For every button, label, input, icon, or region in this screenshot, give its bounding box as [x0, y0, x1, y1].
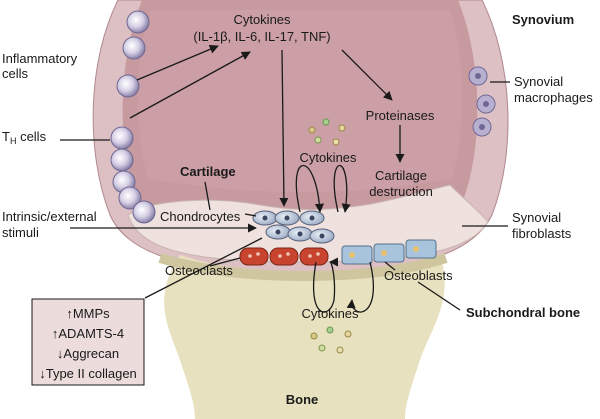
cytokine-particles-mid: [308, 118, 346, 146]
cytokines-mid-label: Cytokines: [299, 150, 357, 165]
cytokine-particles-bottom: [310, 326, 352, 354]
effects-box: [31, 298, 145, 386]
effect-item-type2-collagen: ↓Type II collagen: [39, 366, 137, 381]
arrows: [60, 44, 510, 313]
cytokines-list-label: (IL-1β, IL-6, IL-17, TNF): [193, 29, 330, 44]
chondrocytes-label: Chondrocytes: [160, 209, 241, 224]
intrinsic-stimuli-label-2: stimuli: [2, 225, 39, 240]
joint-space: [122, 0, 478, 238]
osteoblasts-label: Osteoblasts: [384, 268, 453, 283]
synovial-macrophages-label-2: macrophages: [514, 90, 593, 105]
bone-label: Bone: [286, 392, 319, 407]
inflammatory-label-1: Inflammatory: [2, 51, 78, 66]
synovial-macrophages-label-1: Synovial: [514, 74, 563, 89]
cartilage-upper: [137, 10, 463, 192]
chondrocytes: [252, 210, 335, 244]
osteoclasts: [239, 247, 329, 266]
bone: [164, 255, 445, 419]
cartilage-destruction-label-2: destruction: [369, 184, 433, 199]
cartilage-destruction-label-1: Cartilage: [375, 168, 427, 183]
effect-item-aggrecan: ↓Aggrecan: [57, 346, 119, 361]
effect-item-mmps: ↑MMPs: [66, 306, 110, 321]
osteoclasts-label: Osteoclasts: [165, 263, 233, 278]
synovial-fibroblasts-label-2: fibroblasts: [512, 226, 572, 241]
inflammatory-cells: [110, 10, 156, 224]
subchondral-band: [158, 253, 448, 282]
inflammatory-label-2: cells: [2, 66, 29, 81]
synovial-fibroblasts-label-1: Synovial: [512, 210, 561, 225]
cartilage-label: Cartilage: [180, 164, 236, 179]
synovial-macrophages: [468, 66, 496, 137]
synovium-label: Synovium: [512, 12, 574, 27]
osteoblasts: [341, 239, 437, 265]
th-cells-label: TH cells: [2, 129, 47, 146]
proteinases-label: Proteinases: [366, 108, 435, 123]
effect-item-adamts4: ↑ADAMTS-4: [52, 326, 124, 341]
subchondral-bone-label: Subchondral bone: [466, 305, 580, 320]
cytokines-bottom-label: Cytokines: [301, 306, 359, 321]
cytokines-top-label: Cytokines: [233, 12, 291, 27]
intrinsic-stimuli-label-1: Intrinsic/external: [2, 209, 97, 224]
